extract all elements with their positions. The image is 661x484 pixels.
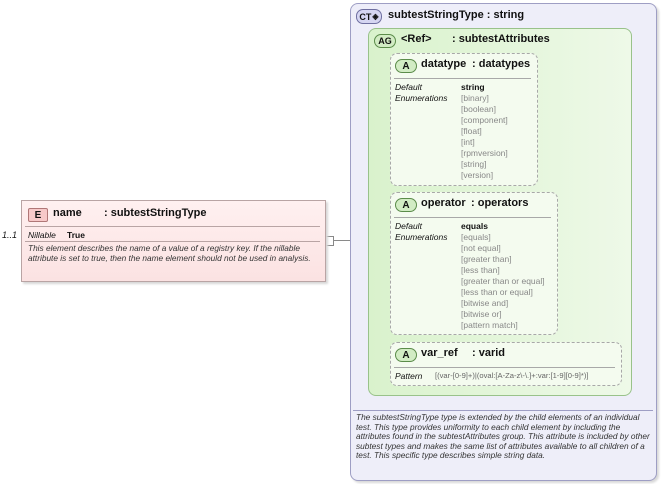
element-box[interactable]: E name : subtestStringType Nillable True…: [21, 200, 326, 282]
datatype-values: string [binary] [boolean] [component] [f…: [461, 82, 508, 181]
complex-type-title: subtestStringType : string: [388, 9, 525, 21]
attribute-datatype-box[interactable]: A datatype : datatypes Default Enumerati…: [390, 53, 538, 186]
default-label: Default: [395, 221, 422, 231]
default-value: string: [461, 82, 485, 92]
attribute-divider: [394, 78, 531, 79]
complex-type-divider: [353, 410, 653, 411]
attribute-group-badge: AG: [374, 34, 396, 48]
enum-value: [component]: [461, 115, 508, 125]
attribute-name: operator: [421, 197, 466, 209]
enum-value: [less than]: [461, 265, 500, 275]
enum-value: [greater than or equal]: [461, 276, 545, 286]
attribute-divider: [394, 217, 551, 218]
complex-type-badge-text: CT: [359, 11, 372, 22]
enumerations-label: Enumerations: [395, 232, 448, 242]
attribute-group-ref: <Ref>: [401, 33, 432, 45]
enum-value: [not equal]: [461, 243, 501, 253]
enum-value: [greater than]: [461, 254, 512, 264]
enum-value: [binary]: [461, 93, 489, 103]
element-name: name: [53, 207, 82, 219]
enum-value: [pattern match]: [461, 320, 518, 330]
attribute-varref-box[interactable]: A var_ref : varid Pattern [(var-[0-9]+)|…: [390, 342, 622, 386]
attribute-operator-box[interactable]: A operator : operators Default Enumerati…: [390, 192, 558, 335]
enum-value: [version]: [461, 170, 494, 180]
attribute-type: : operators: [471, 197, 529, 209]
pattern-label: Pattern: [395, 371, 423, 381]
attribute-badge: A: [395, 348, 417, 362]
operator-values: equals [equals] [not equal] [greater tha…: [461, 221, 545, 331]
cardinality-label: 1..1: [2, 230, 18, 240]
enum-value: [string]: [461, 159, 487, 169]
element-type: : subtestStringType: [104, 207, 207, 219]
attribute-badge: A: [395, 59, 417, 73]
element-description: This element describes the name of a val…: [28, 243, 311, 263]
enum-value: [boolean]: [461, 104, 496, 114]
enum-value: [bitwise and]: [461, 298, 509, 308]
expand-icon: ◈: [372, 12, 379, 21]
element-divider: [25, 226, 320, 227]
attribute-name: datatype: [421, 58, 467, 70]
attribute-type: : varid: [472, 347, 506, 359]
enumerations-label: Enumerations: [395, 93, 448, 103]
attribute-badge: A: [395, 198, 417, 212]
enum-value: [int]: [461, 137, 475, 147]
element-badge: E: [28, 208, 48, 222]
attribute-name: var_ref: [421, 347, 458, 359]
nillable-value: True: [67, 230, 85, 240]
complex-type-badge: CT◈: [356, 9, 382, 24]
connector-to-ct: [333, 240, 351, 241]
enum-value: [bitwise or]: [461, 309, 502, 319]
enum-value: [rpmversion]: [461, 148, 508, 158]
complex-type-description: The subtestStringType type is extended b…: [356, 412, 650, 461]
pattern-value: [(var-[0-9]+)|(oval:[A-Za-z\-\.]+:var:[1…: [435, 371, 589, 380]
attribute-type: : datatypes: [472, 58, 531, 70]
nillable-label: Nillable: [28, 230, 56, 240]
enum-value: [float]: [461, 126, 482, 136]
enum-value: [less than or equal]: [461, 287, 533, 297]
element-divider-2: [25, 241, 320, 242]
default-value: equals: [461, 221, 488, 231]
attribute-group-name: : subtestAttributes: [452, 33, 550, 45]
attribute-divider: [394, 367, 615, 368]
enum-value: [equals]: [461, 232, 491, 242]
default-label: Default: [395, 82, 422, 92]
